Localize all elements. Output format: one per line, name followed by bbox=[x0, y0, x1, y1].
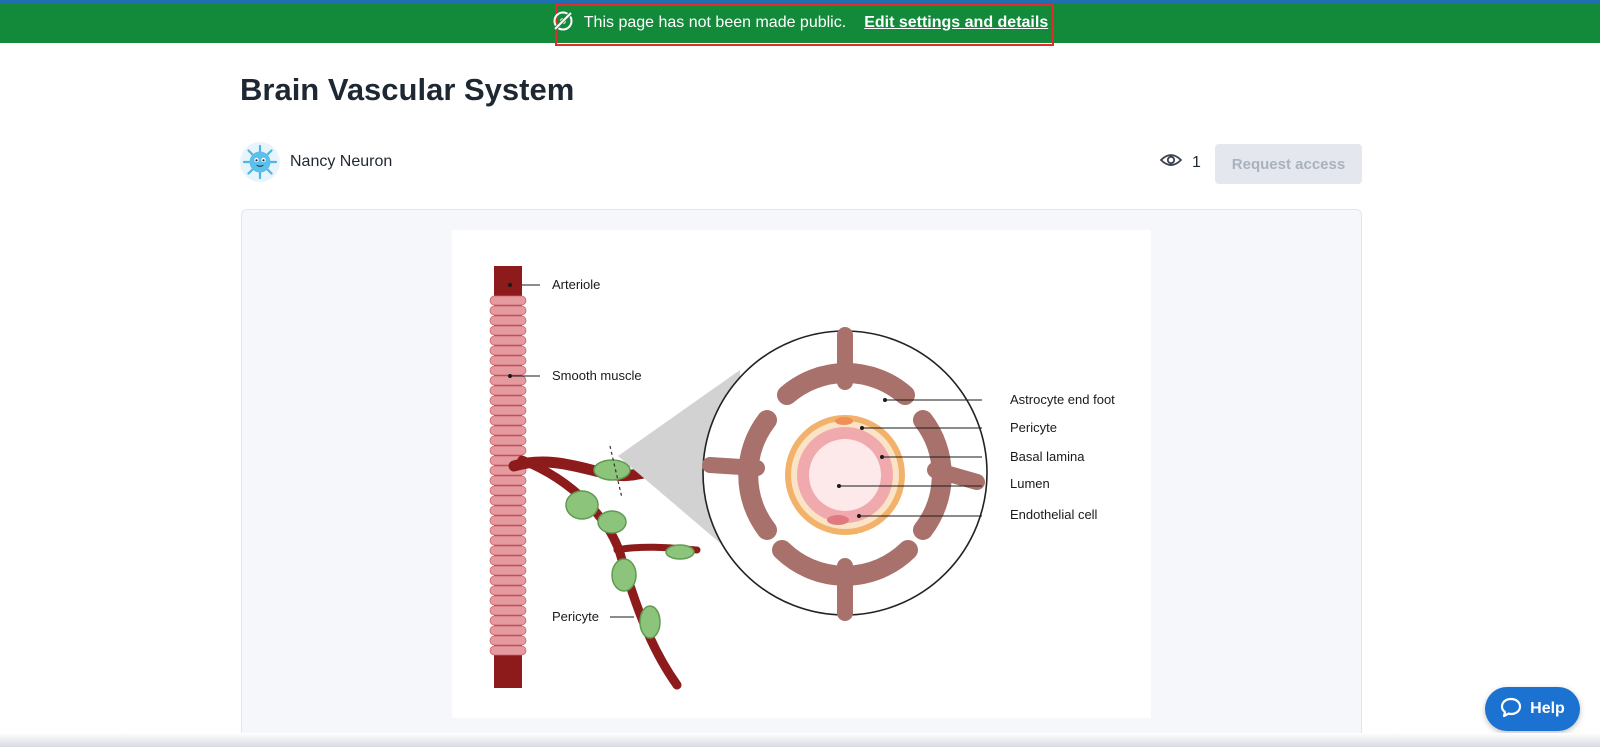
label-pericyte: Pericyte bbox=[1010, 420, 1057, 435]
view-count: 1 bbox=[1159, 152, 1201, 173]
eye-off-icon bbox=[552, 10, 574, 37]
smooth-muscle-ring bbox=[489, 495, 527, 506]
label-smooth-muscle: Smooth muscle bbox=[552, 368, 642, 383]
smooth-muscle-ring bbox=[489, 335, 527, 346]
author-row: Nancy Neuron bbox=[240, 142, 392, 182]
smooth-muscle-ring bbox=[489, 615, 527, 626]
author-avatar[interactable] bbox=[240, 142, 280, 182]
smooth-muscle-ring bbox=[489, 605, 527, 616]
brain-vascular-figure: Arteriole Smooth muscle Pericyte Astrocy… bbox=[452, 230, 1151, 718]
cross-section-marker bbox=[609, 445, 623, 499]
visibility-banner: This page has not been made public. Edit… bbox=[0, 3, 1600, 46]
smooth-muscle-ring bbox=[489, 635, 527, 646]
smooth-muscle-ring bbox=[489, 365, 527, 376]
smooth-muscle-ring bbox=[489, 645, 527, 656]
banner-message: This page has not been made public. bbox=[583, 14, 847, 31]
smooth-muscle-ring bbox=[489, 445, 527, 456]
smooth-muscle-ring bbox=[489, 345, 527, 356]
smooth-muscle-ring bbox=[489, 375, 527, 386]
smooth-muscle-ring bbox=[489, 425, 527, 436]
label-lumen: Lumen bbox=[1010, 476, 1050, 491]
page-title: Brain Vascular System bbox=[240, 72, 575, 107]
smooth-muscle-ring bbox=[489, 555, 527, 566]
eye-icon bbox=[1159, 152, 1183, 173]
label-arteriole: Arteriole bbox=[552, 277, 601, 292]
smooth-muscle-ring bbox=[489, 485, 527, 496]
vascular-illustration bbox=[489, 266, 988, 690]
smooth-muscle-ring bbox=[489, 505, 527, 516]
smooth-muscle-ring bbox=[489, 305, 527, 316]
smooth-muscle-ring bbox=[489, 385, 527, 396]
smooth-muscle-ring bbox=[489, 355, 527, 366]
smooth-muscle-ring bbox=[489, 475, 527, 486]
smooth-muscle-ring bbox=[489, 625, 527, 636]
views-count: 1 bbox=[1192, 153, 1201, 171]
smooth-muscle-ring bbox=[489, 515, 527, 526]
author-name[interactable]: Nancy Neuron bbox=[290, 153, 393, 170]
smooth-muscle-ring bbox=[489, 535, 527, 546]
smooth-muscle-ring bbox=[489, 395, 527, 406]
smooth-muscle-ring bbox=[489, 295, 527, 306]
pericyte-cells bbox=[565, 459, 695, 639]
astrocyte-processes bbox=[702, 327, 985, 621]
top-accent-line bbox=[0, 0, 1600, 3]
smooth-muscle-ring bbox=[489, 585, 527, 596]
edit-settings-link[interactable]: Edit settings and details bbox=[864, 14, 1049, 31]
label-pericyte-branch: Pericyte bbox=[552, 609, 599, 624]
smooth-muscle-ring bbox=[489, 525, 527, 536]
label-basal-lamina: Basal lamina bbox=[1010, 449, 1085, 464]
smooth-muscle-ring bbox=[489, 415, 527, 426]
smooth-muscle-ring bbox=[489, 595, 527, 606]
label-leader-lines bbox=[510, 284, 982, 618]
request-access-button[interactable]: Request access bbox=[1215, 144, 1362, 184]
label-astrocyte-end-foot: Astrocyte end foot bbox=[1010, 392, 1115, 407]
help-button[interactable]: Help bbox=[1485, 687, 1580, 731]
capillary-branch-lower bbox=[517, 455, 682, 690]
label-endothelial-cell: Endothelial cell bbox=[1010, 507, 1098, 522]
smooth-muscle-rings bbox=[489, 295, 527, 656]
smooth-muscle-ring bbox=[489, 325, 527, 336]
smooth-muscle-ring bbox=[489, 405, 527, 416]
chat-bubble-icon bbox=[1500, 697, 1522, 722]
smooth-muscle-ring bbox=[489, 435, 527, 446]
lumen bbox=[809, 439, 881, 511]
help-label: Help bbox=[1530, 700, 1565, 717]
smooth-muscle-ring bbox=[489, 575, 527, 586]
smooth-muscle-ring bbox=[489, 315, 527, 326]
window-bottom-edge bbox=[0, 733, 1600, 747]
smooth-muscle-ring bbox=[489, 545, 527, 556]
smooth-muscle-ring bbox=[489, 565, 527, 576]
